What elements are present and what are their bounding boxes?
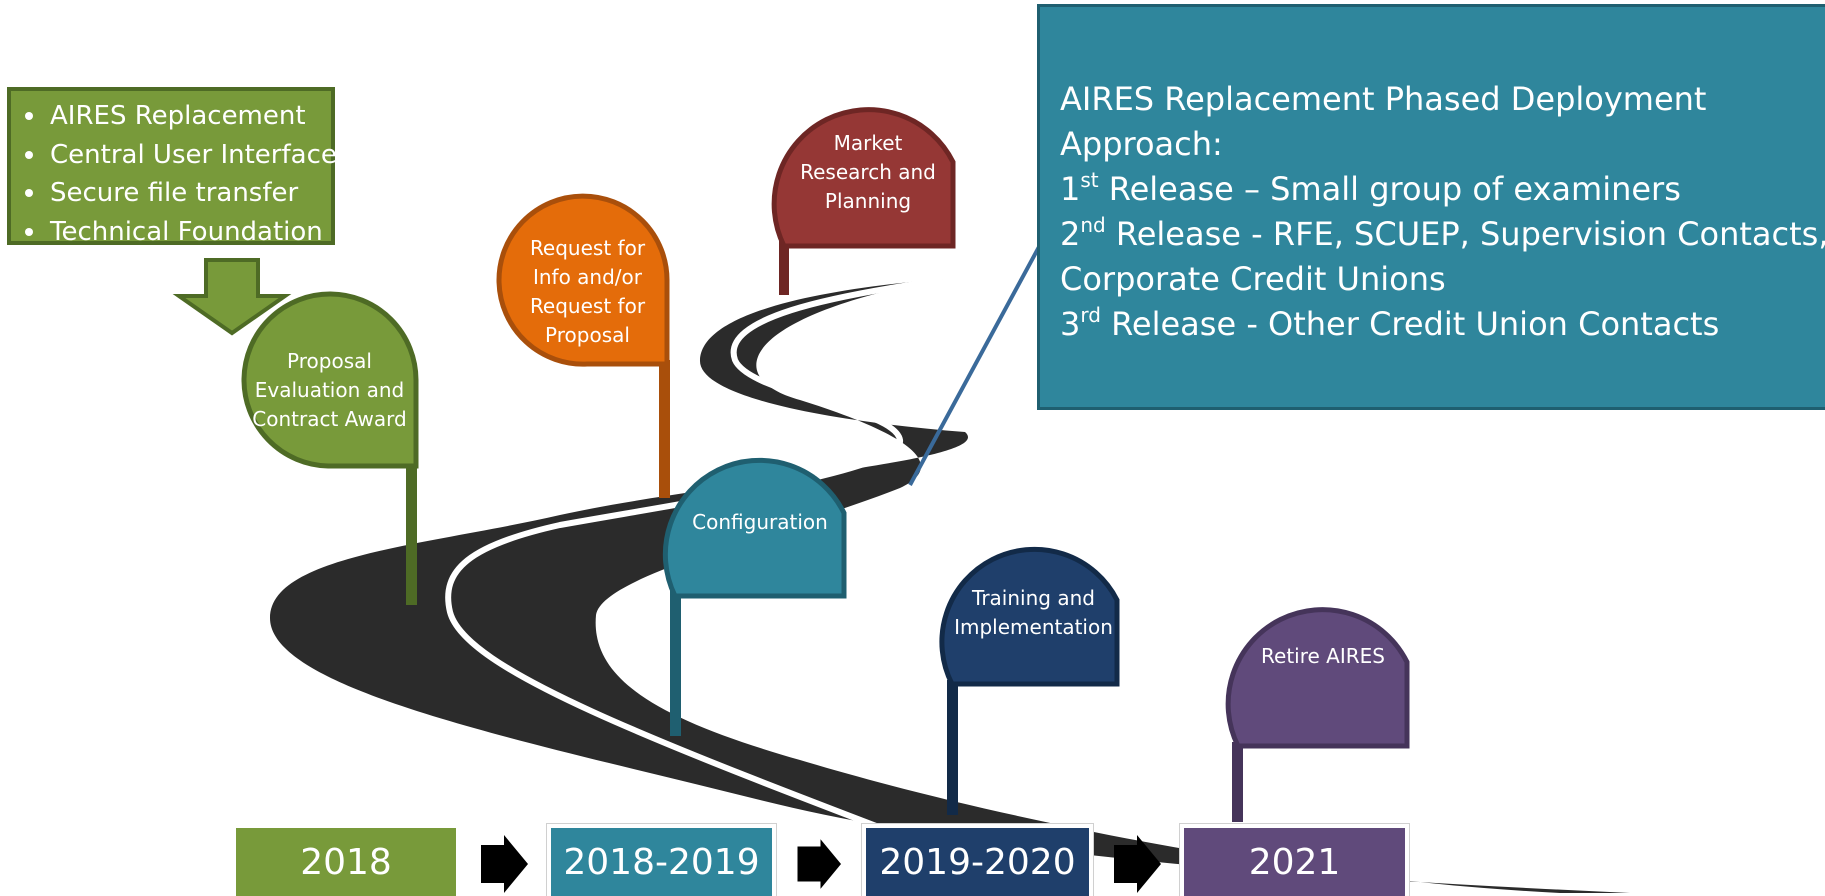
scope-item: Technical Foundation: [25, 213, 331, 252]
marker-retire: [1225, 607, 1410, 822]
release-1: 1st Release – Small group of examiners: [1060, 167, 1825, 212]
release-text: Release - Other Credit Union Contacts: [1100, 305, 1720, 343]
marker-configuration: [662, 457, 847, 736]
milestone-training: Training and Implementation: [954, 586, 1113, 639]
timeline-arrow-icon: [481, 835, 528, 893]
release-2: 2nd Release - RFE, SCUEP, Supervision Co…: [1060, 212, 1825, 257]
down-arrow-icon: [172, 258, 292, 336]
year-2021: 2021: [1184, 828, 1405, 896]
marker-training: [939, 546, 1120, 815]
scope-item: Central User Interface: [25, 136, 337, 175]
marker-proposal: [241, 291, 419, 605]
release-2-cont: Corporate Credit Unions: [1060, 260, 1446, 298]
scope-item-text: Central User Interface: [50, 139, 337, 170]
bullet-icon: [25, 227, 33, 236]
deployment-callout: AIRES Replacement Phased Deployment Appr…: [1037, 4, 1825, 410]
road-center-line: [445, 277, 1002, 883]
scope-item: AIRES Replacement: [25, 97, 331, 136]
scope-box: AIRES Replacement Central User Interface…: [7, 87, 337, 247]
release-text: Release – Small group of examiners: [1098, 170, 1681, 208]
release-number: 1: [1060, 170, 1081, 208]
release-ordinal: st: [1080, 168, 1099, 192]
scope-item: Secure file transfer: [25, 174, 331, 213]
scope-item-text: Secure file transfer: [50, 178, 299, 209]
year-2019-2020: 2019-2020: [866, 828, 1089, 896]
milestone-configuration: Configuration: [692, 509, 828, 534]
milestone-proposal: Proposal Evaluation and Contract Award: [252, 348, 407, 431]
bullet-icon: [25, 150, 33, 159]
marker-market: [771, 107, 956, 295]
scope-list: AIRES Replacement Central User Interface…: [25, 97, 337, 252]
release-text: Release - RFE, SCUEP, Supervision Contac…: [1105, 215, 1825, 253]
scope-item-text: Technical Foundation: [50, 216, 323, 247]
milestone-market: Market Research and Planning: [800, 130, 936, 213]
marker-request: [496, 193, 670, 498]
milestone-retire: Retire AIRES: [1261, 643, 1385, 668]
callout-title: AIRES Replacement Phased Deployment: [1060, 80, 1707, 118]
release-number: 3: [1060, 305, 1081, 343]
release-number: 2: [1060, 215, 1081, 253]
bullet-icon: [25, 112, 33, 121]
callout-title-cont: Approach:: [1060, 125, 1223, 163]
release-ordinal: nd: [1080, 213, 1106, 237]
milestone-request: Request for Info and/or Request for Prop…: [529, 236, 646, 347]
release-ordinal: rd: [1080, 303, 1101, 327]
road: [270, 279, 1630, 893]
scope-item-text: AIRES Replacement: [50, 101, 306, 132]
timeline-arrow-icon: [1114, 835, 1161, 893]
callout-connector: [908, 244, 1042, 486]
timeline-arrow-icon: [794, 830, 845, 896]
year-2018: 2018: [236, 828, 456, 896]
year-2018-2019: 2018-2019: [551, 828, 772, 896]
release-3: 3rd Release - Other Credit Union Contact…: [1060, 302, 1825, 347]
bullet-icon: [25, 189, 33, 198]
